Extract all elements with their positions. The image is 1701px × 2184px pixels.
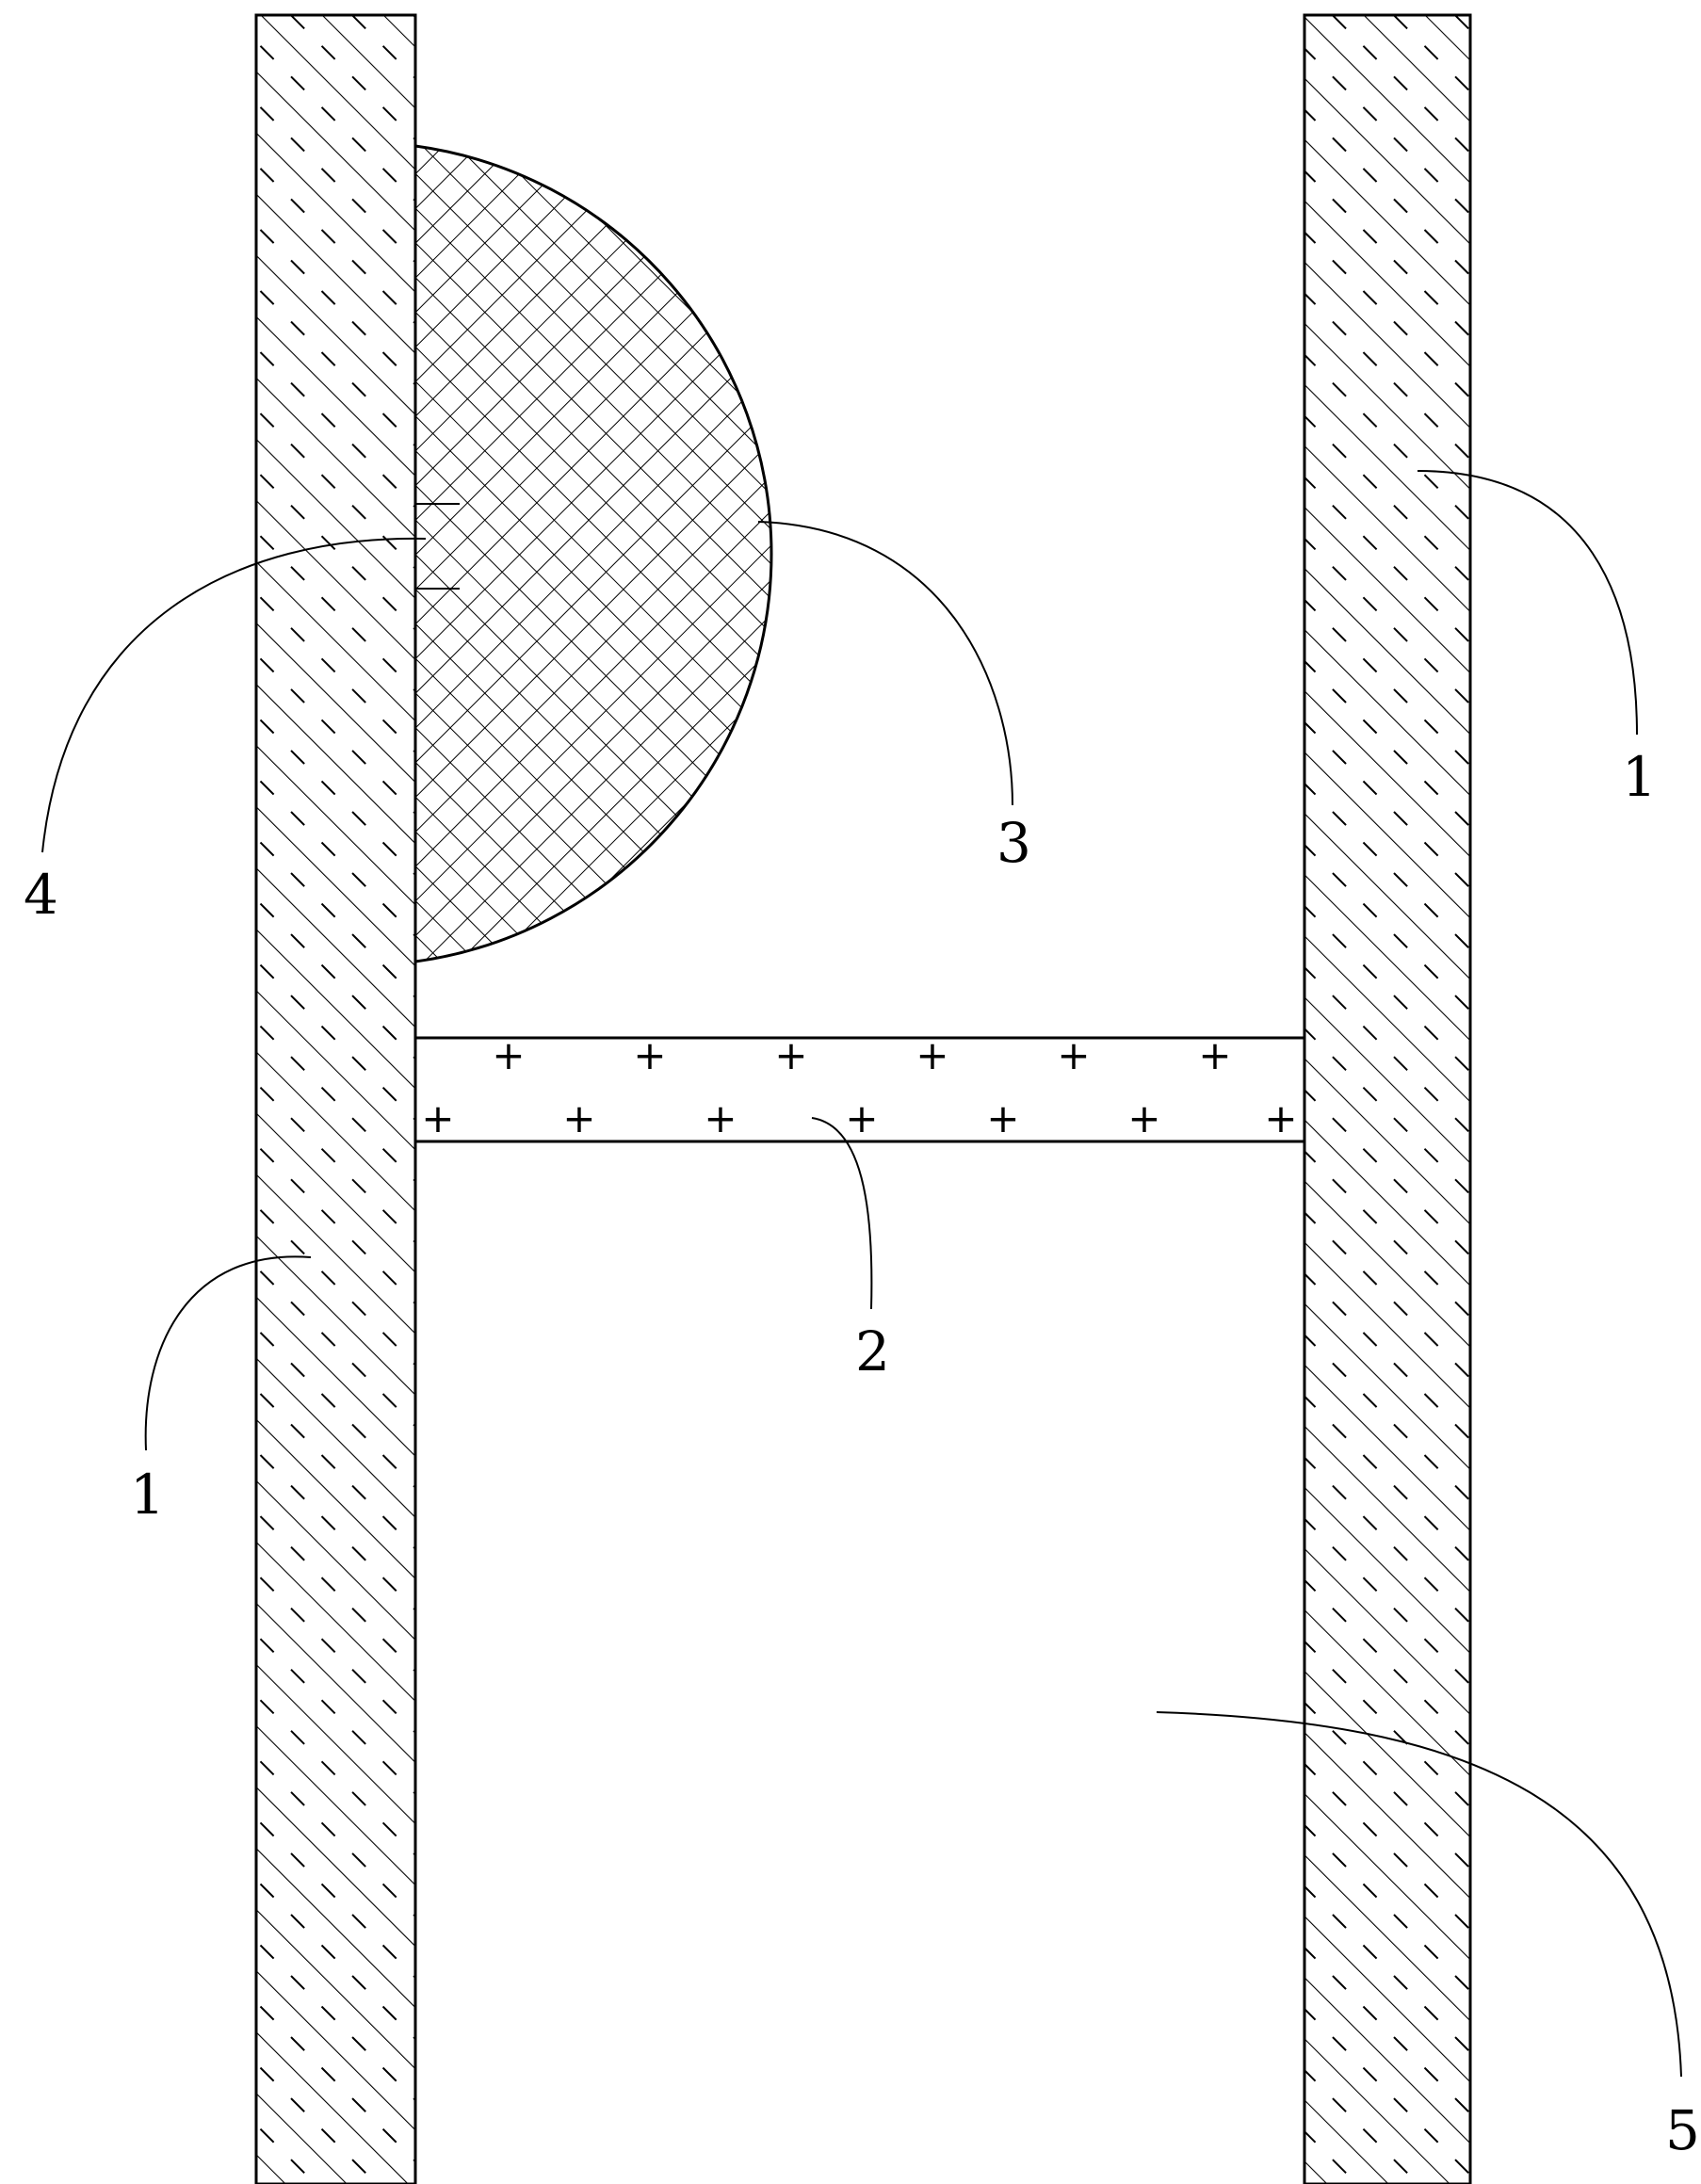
joint-marks [415,503,460,590]
svg-text:+: + [1198,1032,1231,1078]
hemisphere-block [414,144,773,963]
svg-text:+: + [562,1095,595,1141]
left-wall [254,13,417,2184]
crossbar-plus-marks: + + + + + + + + + + + + + [421,1032,1297,1141]
label-crossbar: 2 [855,1319,890,1383]
leader-5 [1156,1711,1682,2078]
svg-text:+: + [633,1032,666,1078]
leader-1-right [1417,470,1638,736]
svg-text:+: + [492,1032,525,1078]
label-gap-space: 5 [1665,2098,1700,2162]
label-wall-left: 1 [130,1463,165,1527]
svg-text:+: + [1264,1095,1297,1141]
leader-lines [41,470,1682,2078]
leader-1-left [144,1255,312,1451]
svg-text:+: + [421,1095,454,1141]
svg-text:+: + [1057,1032,1090,1078]
svg-text:+: + [1127,1095,1160,1141]
leader-4 [41,537,427,853]
reference-labels: 4 3 1 2 1 5 [24,745,1700,2162]
leader-3 [757,521,1013,806]
svg-text:+: + [915,1032,948,1078]
crossbar: + + + + + + + + + + + + + [413,1032,1306,1143]
label-wall-right: 1 [1622,745,1657,809]
label-hemisphere: 3 [996,811,1031,875]
svg-text:+: + [986,1095,1019,1141]
label-joint: 4 [24,863,58,927]
right-wall [1303,13,1472,2184]
leader-2 [811,1117,873,1310]
svg-text:+: + [704,1095,737,1141]
svg-text:+: + [845,1095,878,1141]
svg-text:+: + [774,1032,807,1078]
